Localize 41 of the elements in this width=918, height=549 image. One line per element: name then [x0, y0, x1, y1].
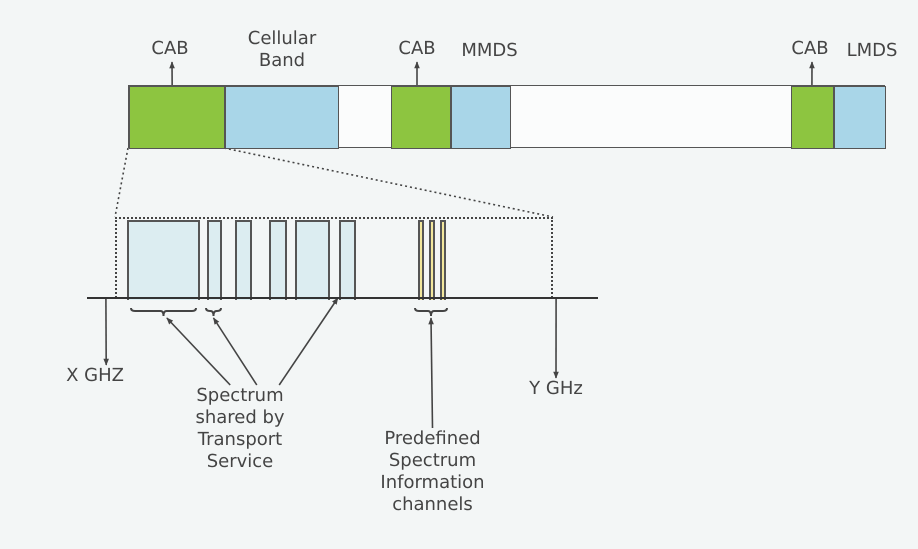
brace — [414, 306, 448, 318]
channel-bar — [207, 220, 222, 300]
channel-bar — [418, 220, 424, 300]
zoom-guide-line — [114, 148, 129, 218]
spectrum-segment — [391, 86, 451, 149]
zoom-box — [115, 217, 553, 298]
leader-arrow — [553, 299, 559, 379]
leader-arrow — [212, 317, 258, 386]
leader-arrow — [169, 61, 175, 85]
leader-arrow — [414, 61, 420, 85]
band-label: CAB — [785, 38, 835, 62]
channel-bar — [269, 220, 287, 300]
spectrum-segment — [129, 86, 225, 149]
frequency-label: X GHZ — [55, 365, 135, 389]
band-label: Cellular Band — [232, 28, 332, 76]
frequency-label: Y GHz — [516, 378, 596, 402]
channel-bar — [235, 220, 252, 300]
brace — [130, 306, 197, 318]
band-label: CAB — [145, 38, 195, 62]
leader-arrow — [166, 317, 231, 386]
callout-text: Spectrum shared by Transport Service — [170, 385, 310, 485]
spectrum-segment — [791, 86, 834, 149]
channel-bar — [339, 220, 356, 300]
channel-bar — [127, 220, 200, 300]
band-label: LMDS — [834, 40, 910, 64]
channel-bar — [440, 220, 446, 300]
leader-arrow — [809, 61, 815, 85]
band-label: MMDS — [452, 40, 527, 64]
spectrum-band — [128, 85, 885, 148]
channel-bar — [295, 220, 330, 300]
leader-arrow — [278, 297, 339, 386]
channel-bar — [429, 220, 435, 300]
spectrum-segment — [834, 86, 886, 149]
callout-text: Predefined Spectrum Information channels — [365, 428, 500, 546]
frequency-axis — [87, 297, 598, 299]
leader-arrow — [103, 299, 109, 366]
brace — [205, 306, 222, 318]
band-label: CAB — [392, 38, 442, 62]
leader-arrow — [428, 317, 434, 428]
spectrum-segment — [451, 86, 511, 149]
spectrum-segment — [225, 86, 339, 149]
